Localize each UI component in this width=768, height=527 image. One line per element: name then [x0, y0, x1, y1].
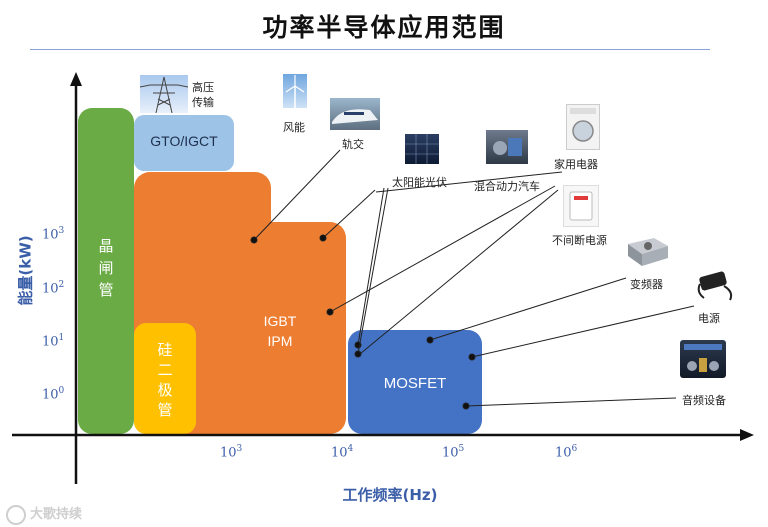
audio-label: 音频设备	[682, 392, 726, 408]
x-tick-label: 106	[555, 444, 577, 460]
watermark-logo-icon	[6, 505, 26, 525]
solar-connector	[358, 188, 384, 345]
rail-connector-dot	[320, 235, 326, 241]
power-supply-label: 电源	[698, 310, 720, 326]
power-adapter-icon	[694, 268, 738, 302]
y-tick-label: 103	[42, 226, 64, 242]
rail-connector-dot	[251, 237, 257, 243]
audio-board-icon	[680, 340, 726, 378]
rail-connector	[323, 190, 375, 238]
y-axis-arrow	[70, 72, 82, 86]
inverter-connector	[430, 278, 626, 340]
x-axis-title: 工作频率(Hz)	[320, 484, 460, 505]
train-icon	[330, 98, 380, 130]
ups-icon	[563, 185, 599, 227]
x-tick-label: 105	[442, 444, 464, 460]
watermark: 大歌持续	[6, 503, 82, 525]
x-axis-arrow	[740, 429, 754, 441]
engine-icon	[486, 130, 528, 164]
y-axis-title: 能量(kW)	[15, 226, 36, 316]
hv-transmission-label: 高压 传输	[192, 80, 214, 110]
power-supply-connector	[472, 306, 694, 357]
hybrid-label: 混合动力汽车	[474, 178, 540, 194]
inverter-connector-dot	[427, 337, 433, 343]
x-tick-label: 103	[220, 444, 242, 460]
x-tick-label: 104	[331, 444, 353, 460]
appliance-label: 家用电器	[554, 156, 598, 172]
y-tick-label: 101	[42, 333, 64, 349]
inverter-icon	[624, 234, 670, 268]
solar-label: 太阳能光伏	[392, 174, 447, 190]
hybrid-connector	[360, 190, 558, 354]
hybrid-connector	[330, 186, 555, 312]
hybrid-connector-dot	[327, 309, 333, 315]
audio-connector	[466, 398, 676, 406]
solar-panel-icon	[405, 134, 439, 164]
wind-label: 风能	[283, 119, 305, 135]
y-tick-label: 100	[42, 386, 64, 402]
rail-label: 轨交	[342, 136, 364, 152]
rail-connector	[254, 150, 340, 240]
solar-connector	[358, 188, 388, 354]
wind-turbine-icon	[283, 74, 307, 108]
power-supply-connector-dot	[469, 354, 475, 360]
washing-machine-icon	[566, 104, 600, 150]
ups-label: 不间断电源	[552, 232, 607, 248]
transmission-tower-icon	[140, 75, 188, 113]
inverter-label: 变频器	[630, 276, 663, 292]
audio-connector-dot	[463, 403, 469, 409]
y-tick-label: 102	[42, 280, 64, 296]
